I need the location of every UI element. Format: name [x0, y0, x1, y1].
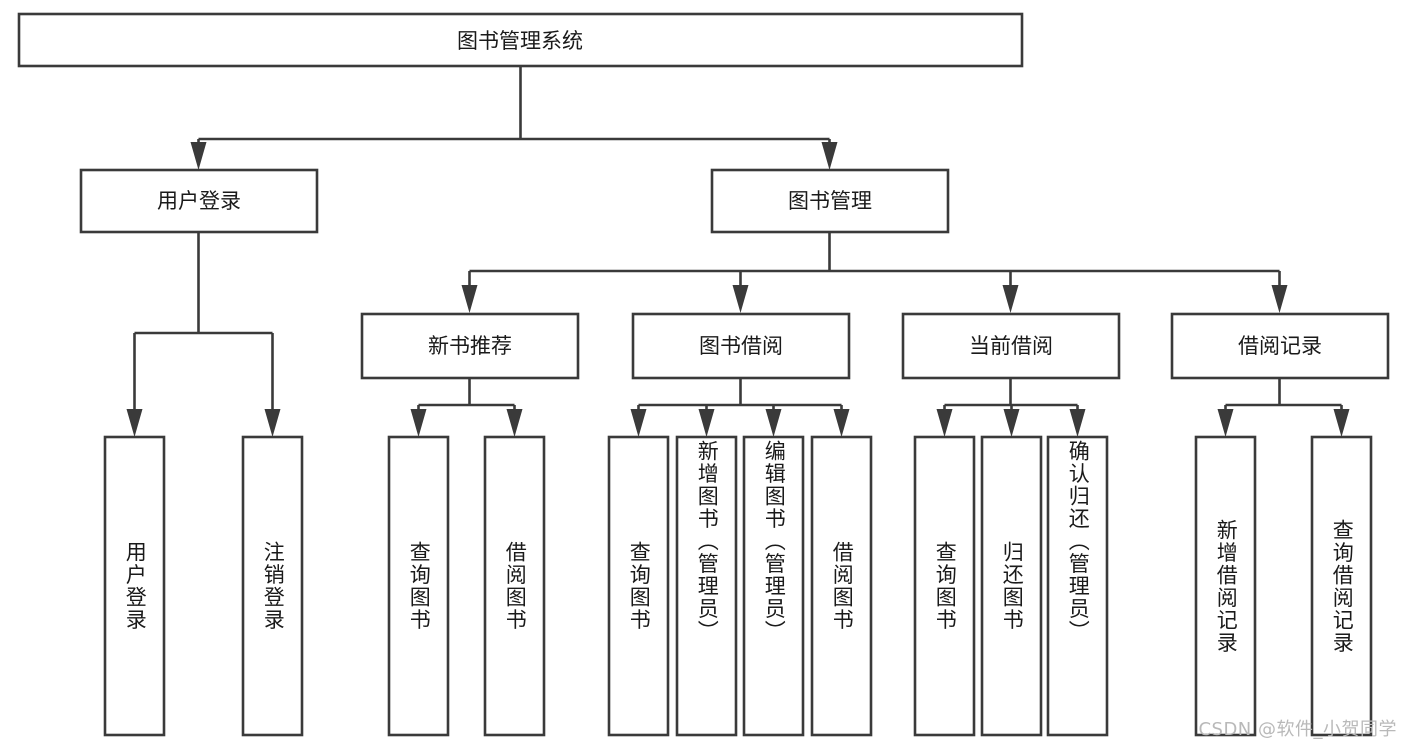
node-root[interactable]: 图书管理系统	[17, 12, 1024, 68]
arrowhead-borrow-record	[1271, 285, 1288, 313]
node-book-manage[interactable]: 图书管理	[710, 168, 950, 234]
node-book-borrow-box[interactable]	[631, 312, 851, 380]
node-borrow-record-label: 借阅记录	[1238, 334, 1322, 358]
node-leaf-edit-book-box[interactable]	[742, 435, 805, 737]
arrowhead-user-login	[190, 142, 207, 170]
node-leaf-user-login-box[interactable]	[103, 435, 166, 737]
node-leaf-borrow-book-2-box[interactable]	[810, 435, 873, 737]
node-book-borrow[interactable]: 图书借阅	[631, 312, 851, 380]
node-current-borrow[interactable]: 当前借阅	[901, 312, 1121, 380]
node-leaf-add-record-box[interactable]	[1194, 435, 1257, 737]
arrowhead-leaf-user-login	[126, 409, 143, 437]
edges-group	[126, 66, 1350, 437]
node-root-label: 图书管理系统	[457, 29, 583, 53]
node-borrow-record[interactable]: 借阅记录	[1170, 312, 1390, 380]
node-leaf-query-book-2-box[interactable]	[607, 435, 670, 737]
node-leaf-query-book-3-box[interactable]	[913, 435, 976, 737]
arrowhead-leaf-return-book	[1003, 409, 1020, 437]
arrowhead-leaf-confirm-return	[1069, 409, 1086, 437]
node-leaf-return-book-box[interactable]	[980, 435, 1043, 737]
node-new-book-recommend[interactable]: 新书推荐	[360, 312, 580, 380]
node-root-box[interactable]	[17, 12, 1024, 68]
node-leaf-user-logout-box[interactable]	[241, 435, 304, 737]
arrowhead-leaf-add-book	[698, 409, 715, 437]
arrowhead-leaf-user-logout	[264, 409, 281, 437]
node-current-borrow-box[interactable]	[901, 312, 1121, 380]
arrowhead-leaf-query-book-1	[410, 409, 427, 437]
arrowhead-book-manage	[821, 142, 838, 170]
node-book-manage-label: 图书管理	[788, 189, 872, 213]
node-leaf-query-record-box[interactable]	[1310, 435, 1373, 737]
node-current-borrow-label: 当前借阅	[969, 334, 1053, 358]
node-leaf-add-book-box[interactable]	[675, 435, 738, 737]
watermark-label: CSDN @软件_小贺同学	[1198, 719, 1397, 740]
arrowhead-leaf-borrow-book-2	[833, 409, 850, 437]
arrowhead-leaf-query-book-2	[630, 409, 647, 437]
node-book-borrow-label: 图书借阅	[699, 334, 783, 358]
node-new-book-recommend-label: 新书推荐	[428, 334, 512, 358]
arrowhead-leaf-edit-book	[765, 409, 782, 437]
arrowhead-leaf-add-record	[1217, 409, 1234, 437]
arrowhead-new-book-recommend	[461, 285, 478, 313]
arrowhead-book-borrow	[732, 285, 749, 313]
arrowhead-leaf-borrow-book-1	[506, 409, 523, 437]
arrowhead-leaf-query-book-3	[936, 409, 953, 437]
node-leaf-borrow-book-1-box[interactable]	[483, 435, 546, 737]
node-new-book-recommend-box[interactable]	[360, 312, 580, 380]
node-user-login[interactable]: 用户登录	[79, 168, 319, 234]
node-user-login-label: 用户登录	[157, 189, 241, 213]
node-borrow-record-box[interactable]	[1170, 312, 1390, 380]
node-user-login-box[interactable]	[79, 168, 319, 234]
node-leaf-query-book-1-box[interactable]	[387, 435, 450, 737]
node-book-manage-box[interactable]	[710, 168, 950, 234]
arrowhead-current-borrow	[1002, 285, 1019, 313]
arrowhead-leaf-query-record	[1333, 409, 1350, 437]
node-leaf-confirm-return-box[interactable]	[1046, 435, 1109, 737]
